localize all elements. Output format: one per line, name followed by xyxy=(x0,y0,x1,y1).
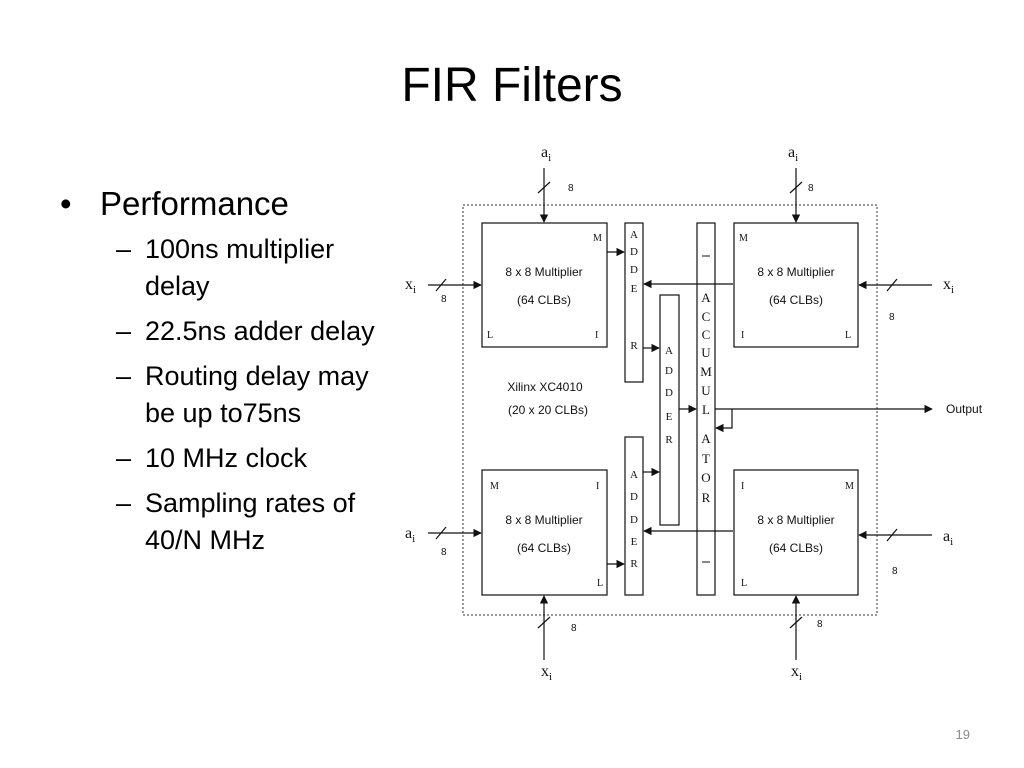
bus-width-label: 8 xyxy=(892,566,898,577)
bus-width-label: 8 xyxy=(571,623,577,634)
multiplier-clbs: (64 CLBs) xyxy=(769,541,823,555)
chip-name: Xilinx XC4010 xyxy=(507,380,583,394)
adder-letter: A xyxy=(630,229,638,241)
pin-m: M xyxy=(490,481,499,492)
accumulator-letter: T xyxy=(702,451,710,466)
multiplier-clbs: (64 CLBs) xyxy=(517,541,571,555)
adder-letter: D xyxy=(630,264,638,276)
adder-letter: R xyxy=(630,558,638,570)
pin-l: L xyxy=(741,578,747,589)
input-labels: ai ai xi xi ai ai xi xi xyxy=(405,144,954,683)
bus-width-label: 8 xyxy=(889,312,895,323)
sub-bullet-text: 10 MHz clock xyxy=(145,443,308,473)
input-x-label: xi xyxy=(943,276,954,296)
sub-bullet-list: –100ns multiplier delay –22.5ns adder de… xyxy=(60,231,390,559)
output-label: Output xyxy=(946,402,983,416)
bullet-main-text: Performance xyxy=(100,185,289,222)
multiplier-clbs: (64 CLBs) xyxy=(769,293,823,307)
adder-letter: D xyxy=(630,491,638,503)
multiplier-top-right: 8 x 8 Multiplier (64 CLBs) M I L xyxy=(733,222,859,348)
multiplier-label: 8 x 8 Multiplier xyxy=(757,513,834,527)
sub-bullet-text: Routing delay may be up to75ns xyxy=(145,361,369,428)
input-a-label: ai xyxy=(943,528,953,548)
adder-bottom: A D D E R xyxy=(624,436,644,596)
sub-bullet-item: –22.5ns adder delay xyxy=(116,316,375,346)
adder-letter: D xyxy=(630,514,638,526)
adder-middle: A D D E R xyxy=(659,294,680,526)
adder-letter: A xyxy=(630,469,638,481)
connection-wires xyxy=(428,168,933,660)
pin-i: I xyxy=(595,330,598,341)
accumulator-letter: O xyxy=(701,470,710,485)
accumulator-letter: A xyxy=(701,290,711,305)
multiplier-label: 8 x 8 Multiplier xyxy=(757,265,834,279)
adder-letter: R xyxy=(665,434,673,446)
bus-width-label: 8 xyxy=(441,294,447,305)
chip-clbs: (20 x 20 CLBs) xyxy=(508,403,588,417)
multiplier-bottom-right: 8 x 8 Multiplier (64 CLBs) I M L xyxy=(733,469,859,596)
adder-letter: A xyxy=(665,345,673,357)
multiplier-bottom-left: 8 x 8 Multiplier (64 CLBs) M I L xyxy=(481,469,608,596)
pin-l: L xyxy=(487,330,493,341)
pin-l: L xyxy=(597,578,603,589)
adder-letter: E xyxy=(666,411,673,423)
bullet-performance: • Performance xyxy=(60,185,390,223)
multiplier-clbs: (64 CLBs) xyxy=(517,293,571,307)
input-a-label: ai xyxy=(541,144,551,164)
input-x-label: xi xyxy=(541,663,552,683)
adder-letter: R xyxy=(630,340,638,352)
sub-bullet-item: –Routing delay may be up to75ns xyxy=(116,361,369,428)
bus-width-label: 8 xyxy=(441,547,447,558)
pin-i: I xyxy=(741,330,744,341)
sub-bullet-item: –100ns multiplier delay xyxy=(116,234,335,301)
bullet-dot: • xyxy=(60,185,72,222)
accumulator-letter: A xyxy=(701,431,711,446)
slide-number: 19 xyxy=(955,727,970,742)
adder-letter: D xyxy=(630,246,638,258)
sub-bullet-item: –10 MHz clock xyxy=(116,443,308,473)
accumulator-letter: R xyxy=(702,490,711,505)
sub-bullet-text: Sampling rates of 40/N MHz xyxy=(145,488,356,555)
accumulator-letter: C xyxy=(702,309,711,324)
bus-width-label: 8 xyxy=(568,183,574,194)
input-a-label: ai xyxy=(405,525,415,545)
adder-letter: E xyxy=(631,283,638,295)
adder-letter: D xyxy=(665,387,673,399)
bus-width-label: 8 xyxy=(808,183,814,194)
accumulator: A C C U M U L A T O R xyxy=(696,222,716,596)
input-x-label: xi xyxy=(791,663,802,683)
multiplier-label: 8 x 8 Multiplier xyxy=(505,513,582,527)
accumulator-letter: C xyxy=(702,327,711,342)
pin-m: M xyxy=(845,481,854,492)
multiplier-label: 8 x 8 Multiplier xyxy=(505,265,582,279)
input-x-label: xi xyxy=(405,276,416,296)
accumulator-letter: U xyxy=(701,345,711,360)
pin-i: I xyxy=(596,481,599,492)
sub-bullet-text: 100ns multiplier delay xyxy=(145,234,335,301)
pin-m: M xyxy=(739,233,748,244)
pin-i: I xyxy=(741,481,744,492)
bus-width-label: 8 xyxy=(817,619,823,630)
pin-m: M xyxy=(593,233,602,244)
input-a-label: ai xyxy=(788,144,798,164)
sub-bullet-text: 22.5ns adder delay xyxy=(145,316,375,346)
slide-title: FIR Filters xyxy=(401,59,623,112)
pin-l: L xyxy=(845,330,851,341)
bus-width-labels: 8 8 8 8 8 8 8 8 xyxy=(441,183,898,634)
accumulator-letter: M xyxy=(700,364,712,379)
accumulator-letter: U xyxy=(701,383,711,398)
accumulator-letter: L xyxy=(702,402,710,417)
bullet-list: • Performance –100ns multiplier delay –2… xyxy=(60,185,390,567)
adder-top: A D D E R xyxy=(624,222,644,383)
multiplier-top-left: 8 x 8 Multiplier (64 CLBs) M L I xyxy=(481,222,608,348)
adder-letter: E xyxy=(631,536,638,548)
sub-bullet-item: –Sampling rates of 40/N MHz xyxy=(116,488,356,555)
adder-letter: D xyxy=(665,365,673,377)
